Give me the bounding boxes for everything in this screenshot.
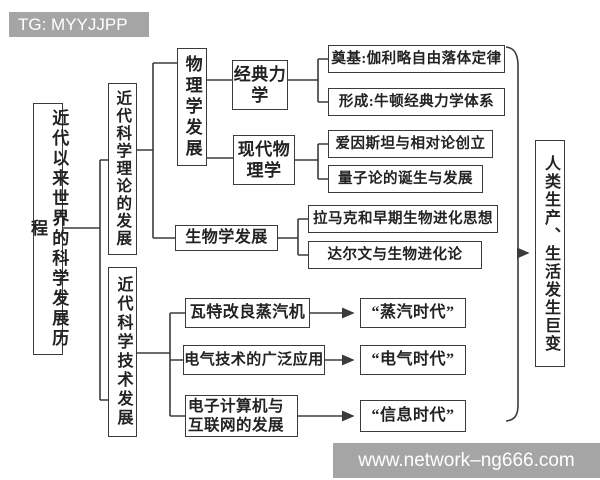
node-einstein-relativity: 爱因斯坦与相对论创立 [328,130,493,158]
node-human-life-great-change: 人类生产、生活发生巨变 [535,140,565,367]
node-electric-age: “电气时代” [360,345,466,375]
node-physics-development: 物理学发展 [177,48,207,166]
node-root-science-history: 近代以来世界的科学发展历程 [28,103,68,355]
node-newton-classical-mechanics: 形成:牛顿经典力学体系 [328,88,505,116]
node-darwin-evolution: 达尔文与生物进化论 [308,241,482,269]
tg-watermark-badge: TG: MYYJJPP [9,12,149,37]
node-modern-science-technology: 近代科学技术发展 [108,267,137,437]
node-computer-internet: 电子计算机与互联网的发展 [185,395,298,437]
node-steam-age: “蒸汽时代” [360,298,466,328]
node-galileo-free-fall: 奠基:伽利略自由落体定律 [328,45,505,73]
node-modern-physics: 现代物理学 [233,135,295,185]
website-watermark: www.network–ng666.com [333,443,600,478]
node-classical-mechanics: 经典力学 [232,60,288,110]
node-information-age: “信息时代” [360,400,466,432]
node-biology-development: 生物学发展 [175,225,278,251]
node-quantum-theory: 量子论的诞生与发展 [328,165,483,193]
node-electrical-technology: 电气技术的广泛应用 [183,345,325,375]
node-modern-science-theory: 近代科学理论的发展 [108,83,137,255]
node-lamarck-evolution: 拉马克和早期生物进化思想 [308,205,498,233]
node-watt-steam-engine: 瓦特改良蒸汽机 [185,298,310,328]
